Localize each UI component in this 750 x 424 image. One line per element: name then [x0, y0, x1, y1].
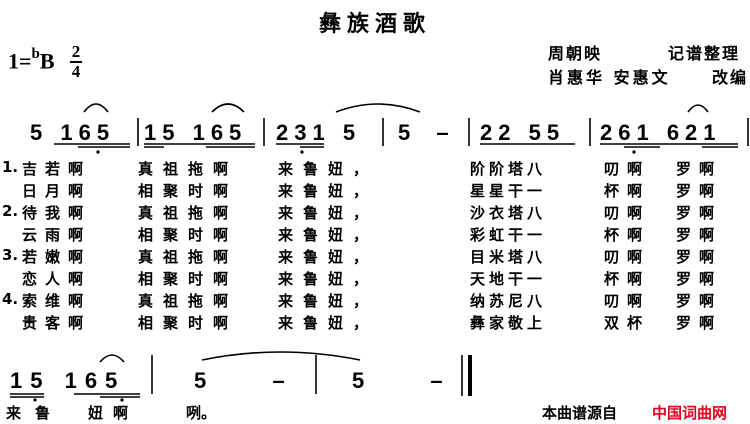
measure-8: 5 –	[194, 368, 315, 393]
credit-line1-name: 周朝映	[548, 44, 603, 63]
time-signature: 2 4	[70, 42, 82, 81]
measure-3: 231 5	[276, 120, 362, 145]
page-title: 彝族酒歌	[318, 11, 431, 37]
lyric-segment: 相聚时啊	[138, 226, 239, 244]
lyric-segment: 杯啊	[604, 226, 651, 244]
lyric-segment: 天地干一	[470, 270, 547, 288]
lyric-line: 云雨啊 相聚时啊 来鲁妞， 彩虹干一 杯啊 罗啊	[0, 224, 750, 246]
measure-4: 5 –	[398, 120, 459, 145]
lyric-segment: 叨啊	[604, 248, 651, 266]
lyric-segment: 纳苏尼八	[470, 292, 547, 310]
lyric-segment: 真祖拖啊	[138, 204, 239, 222]
lyric-segment: 罗啊	[676, 270, 723, 288]
source-site-link[interactable]: 中国词曲网	[652, 404, 728, 422]
credit-line1-role: 记谱整理	[668, 44, 741, 63]
lyric-segment: 云雨啊	[22, 226, 92, 244]
lyric-segment: 贵客啊	[22, 314, 92, 332]
lyric-segment: 阶阶塔八	[470, 160, 547, 178]
lyric-line: 日月啊 相聚时啊 来鲁妞， 星星干一 杯啊 罗啊	[0, 180, 750, 202]
lyric-segment: 吉若啊	[22, 160, 92, 178]
measure-6: 261 621	[600, 120, 722, 145]
lyric-segment: 来鲁妞，	[278, 226, 379, 244]
final-lyric-c: 咧。	[186, 404, 217, 422]
lyric-line: 贵客啊 相聚时啊 来鲁妞， 彝家敬上 双杯 罗啊	[0, 312, 750, 334]
measure-1: 5 165	[30, 120, 116, 145]
lyric-segment: 来鲁妞，	[278, 270, 379, 288]
lyric-segment: 来鲁妞，	[278, 204, 379, 222]
credit-line2-role: 改编	[712, 68, 749, 87]
lyric-segment: 叨啊	[604, 160, 651, 178]
key-signature: 1=bB	[8, 46, 55, 74]
lyric-segment: 若嫩啊	[22, 248, 92, 266]
lyric-segment: 真祖拖啊	[138, 292, 239, 310]
credit-line2-names: 肖惠华 安惠文	[548, 68, 671, 87]
final-lyric-b: 妞啊	[88, 404, 139, 422]
final-lyric-a: 来鲁	[6, 404, 65, 422]
lyric-segment: 沙衣塔八	[470, 204, 547, 222]
lyric-segment: 罗啊	[676, 292, 723, 310]
source-label: 本曲谱源自	[542, 404, 618, 422]
lyric-segment: 来鲁妞，	[278, 248, 379, 266]
key-note: B	[39, 48, 55, 74]
lyric-segment: 真祖拖啊	[138, 160, 239, 178]
lyric-segment: 彩虹干一	[470, 226, 547, 244]
measure-5: 22 55	[480, 120, 566, 145]
lyric-line: 4.索维啊 真祖拖啊 来鲁妞， 纳苏尼八 叨啊 罗啊	[0, 290, 750, 312]
lyric-segment: 罗啊	[676, 182, 723, 200]
lyric-segment: 罗啊	[676, 160, 723, 178]
lyric-segment: 来鲁妞，	[278, 160, 379, 178]
meter-bottom: 4	[71, 62, 81, 81]
lyric-segment: 罗啊	[676, 204, 723, 222]
lyric-segment: 双杯	[604, 314, 651, 332]
measure-2: 15 165	[144, 120, 248, 145]
lyric-segment: 相聚时啊	[138, 182, 239, 200]
lyric-segment: 日月啊	[22, 182, 92, 200]
lyric-segment: 罗啊	[676, 314, 723, 332]
lyric-segment: 待我啊	[22, 204, 92, 222]
verse-number: 3.	[2, 246, 19, 264]
lyric-line: 3.若嫩啊 真祖拖啊 来鲁妞， 目米塔八 叨啊 罗啊	[0, 246, 750, 268]
lyric-segment: 罗啊	[676, 226, 723, 244]
lyric-segment: 目米塔八	[470, 248, 547, 266]
lyric-segment: 来鲁妞，	[278, 182, 379, 200]
lyric-segment: 叨啊	[604, 204, 651, 222]
verse-number: 2.	[2, 202, 19, 220]
flat-sign: b	[31, 46, 40, 62]
lyric-segment: 相聚时啊	[138, 270, 239, 288]
lyric-segment: 来鲁妞，	[278, 292, 379, 310]
lyric-segment: 杯啊	[604, 182, 651, 200]
lyric-segment: 相聚时啊	[138, 314, 239, 332]
lyric-segment: 罗啊	[676, 248, 723, 266]
lyric-line: 1.吉若啊 真祖拖啊 来鲁妞， 阶阶塔八 叨啊 罗啊	[0, 158, 750, 180]
key-prefix: 1=	[8, 48, 32, 74]
verse-number: 4.	[2, 290, 19, 308]
lyric-segment: 真祖拖啊	[138, 248, 239, 266]
lyric-segment: 索维啊	[22, 292, 92, 310]
lyric-segment: 叨啊	[604, 292, 651, 310]
verse-number: 1.	[2, 158, 19, 176]
lyric-line: 恋人啊 相聚时啊 来鲁妞， 天地干一 杯啊 罗啊	[0, 268, 750, 290]
measure-9: 5 –	[352, 368, 473, 393]
lyric-segment: 杯啊	[604, 270, 651, 288]
measure-7: 15 165	[10, 368, 126, 393]
lyric-segment: 彝家敬上	[470, 314, 547, 332]
lyric-line: 2.待我啊 真祖拖啊 来鲁妞， 沙衣塔八 叨啊 罗啊	[0, 202, 750, 224]
meter-top: 2	[71, 42, 81, 61]
lyric-segment: 星星干一	[470, 182, 547, 200]
lyric-segment: 来鲁妞，	[278, 314, 379, 332]
lyric-segment: 恋人啊	[22, 270, 92, 288]
